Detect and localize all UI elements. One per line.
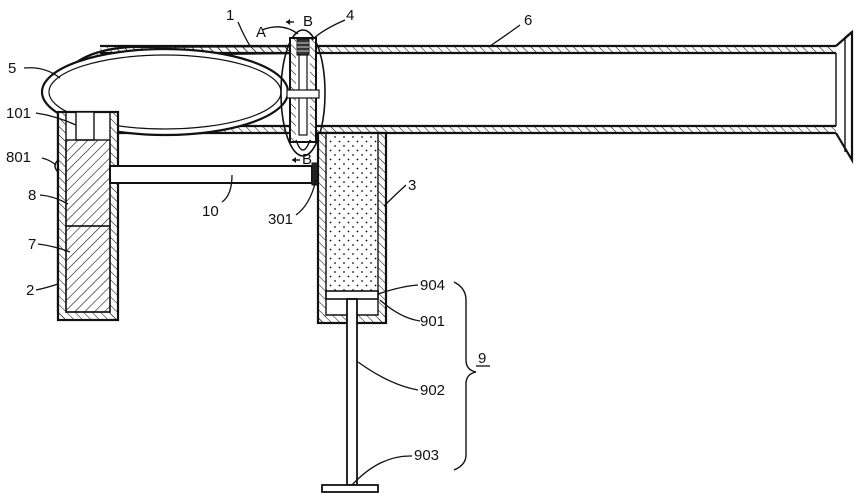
label-B-top: B bbox=[303, 13, 313, 30]
label-3: 3 bbox=[408, 177, 416, 194]
rod-10 bbox=[109, 162, 321, 186]
label-904: 904 bbox=[420, 277, 445, 294]
piston-rod-902 bbox=[321, 298, 379, 493]
label-7: 7 bbox=[28, 236, 36, 253]
label-801: 801 bbox=[6, 149, 31, 166]
label-903: 903 bbox=[414, 447, 439, 464]
label-A: A bbox=[256, 24, 266, 41]
label-901: 901 bbox=[420, 313, 445, 330]
part-labels: 1 A B 4 5 6 101 801 8 7 2 B 10 301 3 904… bbox=[6, 7, 532, 464]
label-4: 4 bbox=[346, 7, 354, 24]
label-1: 1 bbox=[226, 7, 234, 24]
label-8: 8 bbox=[28, 187, 36, 204]
label-5: 5 bbox=[8, 60, 16, 77]
brace-9 bbox=[453, 281, 477, 471]
label-301: 301 bbox=[268, 211, 293, 228]
label-902: 902 bbox=[420, 382, 445, 399]
label-101: 101 bbox=[6, 105, 31, 122]
valve-4 bbox=[280, 29, 326, 157]
label-6: 6 bbox=[524, 12, 532, 29]
label-B-bottom: B bbox=[302, 151, 312, 168]
cylinder-3 bbox=[316, 131, 388, 325]
label-10: 10 bbox=[202, 203, 219, 220]
section-marks bbox=[261, 19, 300, 163]
housing-2 bbox=[54, 110, 120, 322]
label-2: 2 bbox=[26, 282, 34, 299]
label-9: 9 bbox=[478, 350, 486, 367]
leader-lines bbox=[23, 19, 521, 486]
